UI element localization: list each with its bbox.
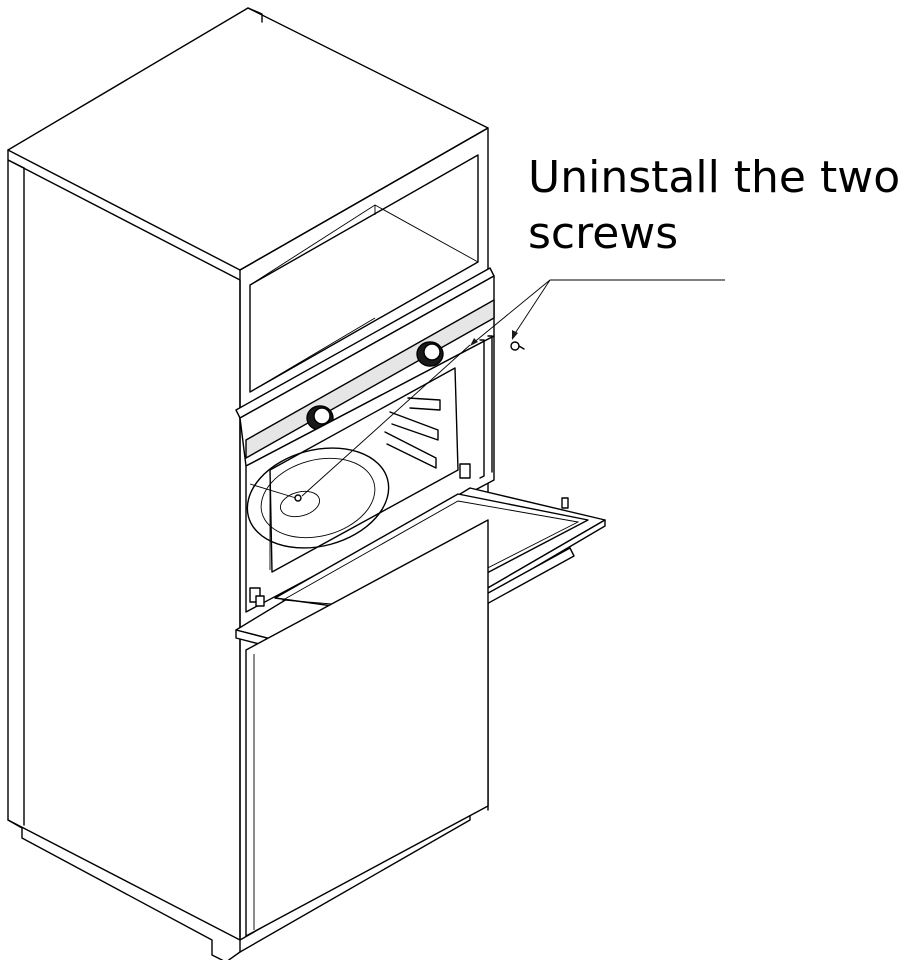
lower-cabinet-door	[245, 519, 489, 937]
callout-leader	[470, 279, 725, 346]
cabinet-left-side	[7, 159, 241, 941]
control-knob-right	[416, 341, 444, 367]
turntable	[246, 447, 390, 549]
mounting-screw-inner	[249, 344, 471, 502]
tall-cabinet	[7, 7, 489, 963]
oven-niche	[249, 154, 479, 393]
callout-line-2: screws	[528, 208, 679, 259]
callout-line-1: Uninstall the two	[528, 152, 901, 203]
mounting-screw-outer	[510, 341, 525, 351]
callout-text: Uninstall the two screws	[528, 150, 900, 262]
door-hinge-left	[249, 587, 265, 607]
door-hinge-right	[459, 463, 471, 479]
cavity-rack-rails	[384, 397, 441, 469]
oven-cavity	[269, 367, 459, 573]
control-panel	[235, 267, 495, 467]
built-in-oven	[245, 335, 495, 613]
